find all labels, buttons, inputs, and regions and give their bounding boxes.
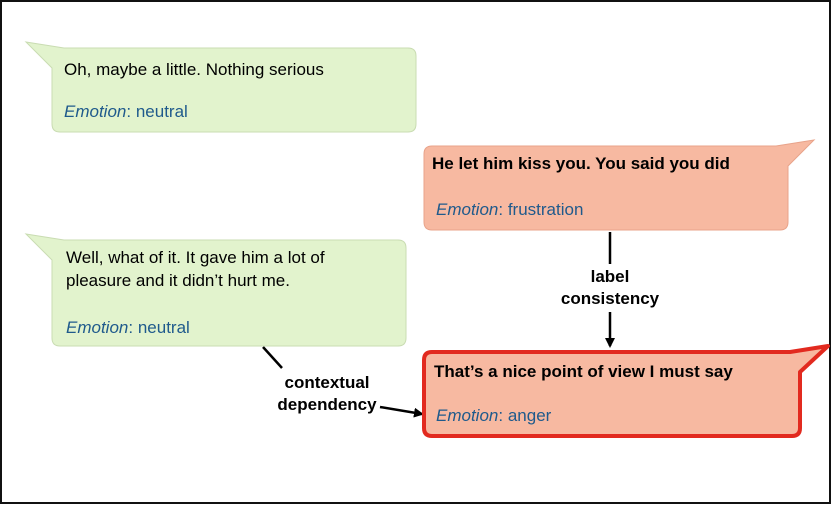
contextual-dependency-label: contextual dependency <box>262 372 392 416</box>
message-bubble-3: Well, what of it. It gave him a lot of p… <box>24 233 416 348</box>
emotion-label: Emotion: neutral <box>66 318 190 337</box>
emotion-key: Emotion <box>436 406 499 425</box>
speech-bubble-shape <box>24 233 407 347</box>
emotion-label: Emotion: anger <box>436 406 552 425</box>
emotion-value: frustration <box>507 200 584 219</box>
message-bubble-1: Oh, maybe a little. Nothing serious Emot… <box>24 41 417 134</box>
message-line: pleasure and it didn’t hurt me. <box>66 271 290 290</box>
label-line: dependency <box>277 395 377 414</box>
speech-bubble-shape <box>423 139 816 231</box>
speech-bubble-shape <box>422 344 830 438</box>
label-line: consistency <box>560 289 660 308</box>
message-line: Well, what of it. It gave him a lot of <box>66 248 325 267</box>
label-line: contextual <box>284 373 370 392</box>
message-text: That’s a nice point of view I must say <box>434 362 733 381</box>
message-text: He let him kiss you. You said you did <box>432 154 730 173</box>
label-consistency-label: label consistency <box>540 266 680 310</box>
emotion-value: neutral <box>135 102 188 121</box>
emotion-key: Emotion <box>64 102 127 121</box>
label-line: label <box>590 267 630 286</box>
message-bubble-2: He let him kiss you. You said you did Em… <box>423 139 816 232</box>
emotion-key: Emotion <box>66 318 129 337</box>
emotion-label: Emotion: frustration <box>436 200 584 219</box>
contextual-dependency-arrow <box>379 405 424 418</box>
emotion-label: Emotion: neutral <box>64 102 188 121</box>
message-text: Well, what of it. It gave him a lot of p… <box>66 246 325 292</box>
speech-bubble-shape <box>24 41 417 133</box>
message-text: Oh, maybe a little. Nothing serious <box>64 60 324 79</box>
emotion-value: neutral <box>137 318 190 337</box>
emotion-value: anger <box>507 406 552 425</box>
contextual-dependency-line-top <box>262 346 283 369</box>
message-bubble-4: That’s a nice point of view I must say E… <box>420 342 831 442</box>
emotion-key: Emotion <box>436 200 499 219</box>
